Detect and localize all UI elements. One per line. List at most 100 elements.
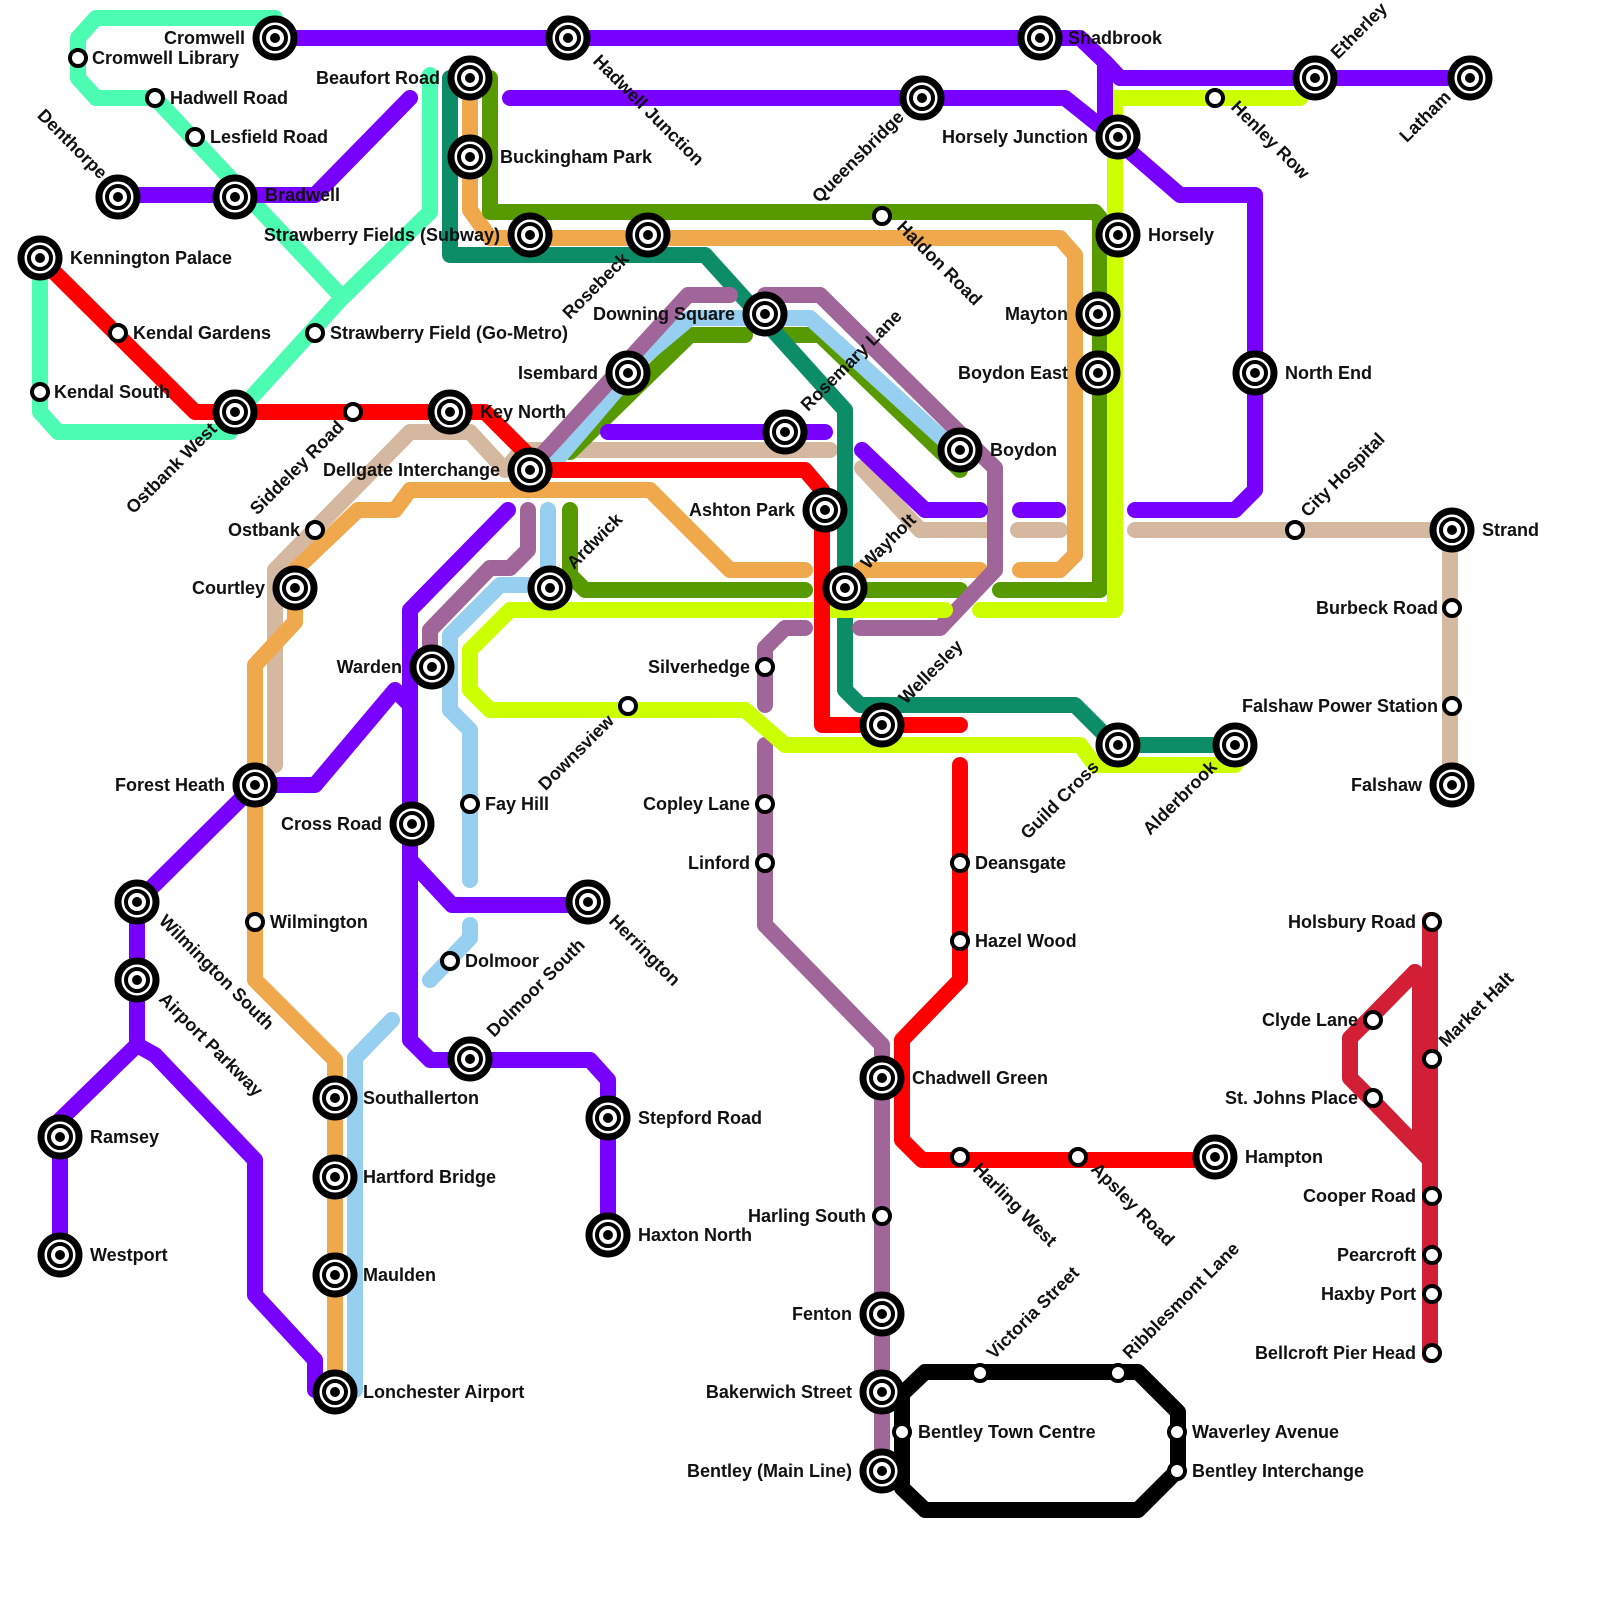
station-haxby-port[interactable] — [1424, 1286, 1440, 1302]
label-mayton[interactable]: Mayton — [1005, 304, 1068, 324]
station-linford[interactable] — [757, 855, 773, 871]
station-cross-road[interactable] — [393, 805, 431, 843]
label-bentley-tc[interactable]: Bentley Town Centre — [918, 1422, 1096, 1442]
label-wilmington[interactable]: Wilmington — [270, 912, 368, 932]
label-horsely-junction[interactable]: Horsely Junction — [942, 127, 1088, 147]
station-rosemary-lane[interactable] — [766, 413, 804, 451]
label-falshaw-ps[interactable]: Falshaw Power Station — [1242, 696, 1438, 716]
station-ostbank[interactable] — [307, 522, 323, 538]
label-lonchester[interactable]: Lonchester Airport — [363, 1382, 524, 1402]
station-dolmoor[interactable] — [442, 953, 458, 969]
label-harling-south[interactable]: Harling South — [748, 1206, 866, 1226]
label-ribblesmont-lane[interactable]: Ribblesmont Lane — [1119, 1238, 1243, 1362]
label-bentley-int[interactable]: Bentley Interchange — [1192, 1461, 1364, 1481]
station-horsely[interactable] — [1099, 216, 1137, 254]
station-mayton[interactable] — [1079, 295, 1117, 333]
label-north-end[interactable]: North End — [1285, 363, 1372, 383]
label-market-halt[interactable]: Market Halt — [1435, 968, 1518, 1051]
label-fenton[interactable]: Fenton — [792, 1304, 852, 1324]
station-haldon-road[interactable] — [874, 208, 890, 224]
label-victoria-street[interactable]: Victoria Street — [983, 1263, 1083, 1363]
station-deansgate[interactable] — [952, 855, 968, 871]
label-warden[interactable]: Warden — [337, 657, 402, 677]
station-falshaw-ps[interactable] — [1444, 698, 1460, 714]
label-key-north[interactable]: Key North — [480, 402, 566, 422]
station-strawberry-gometro[interactable] — [307, 325, 323, 341]
station-wilmington-south[interactable] — [118, 883, 156, 921]
station-fay-hill[interactable] — [462, 796, 478, 812]
label-copley-lane[interactable]: Copley Lane — [643, 794, 750, 814]
label-buckingham-park[interactable]: Buckingham Park — [500, 147, 653, 167]
label-hazel-wood[interactable]: Hazel Wood — [975, 931, 1077, 951]
label-bradwell[interactable]: Bradwell — [265, 185, 340, 205]
station-ardwick[interactable] — [531, 569, 569, 607]
label-beaufort-road[interactable]: Beaufort Road — [316, 68, 440, 88]
station-clyde-lane[interactable] — [1365, 1012, 1381, 1028]
label-city-hospital[interactable]: City Hospital — [1297, 429, 1389, 521]
station-kendal-gardens[interactable] — [110, 325, 126, 341]
label-hampton[interactable]: Hampton — [1245, 1147, 1323, 1167]
station-buckingham-park[interactable] — [451, 138, 489, 176]
label-boydon-east[interactable]: Boydon East — [958, 363, 1068, 383]
label-strawberry-gometro[interactable]: Strawberry Field (Go-Metro) — [330, 323, 568, 343]
label-linford[interactable]: Linford — [688, 853, 750, 873]
station-guild-cross[interactable] — [1099, 726, 1137, 764]
station-kendal-south[interactable] — [32, 384, 48, 400]
label-hadwell-road[interactable]: Hadwell Road — [170, 88, 288, 108]
label-waverley[interactable]: Waverley Avenue — [1192, 1422, 1339, 1442]
station-city-hospital[interactable] — [1287, 522, 1303, 538]
label-horsely[interactable]: Horsely — [1148, 225, 1214, 245]
station-shadbrook[interactable] — [1021, 19, 1059, 57]
label-holsbury-road[interactable]: Holsbury Road — [1288, 912, 1416, 932]
station-fenton[interactable] — [863, 1295, 901, 1333]
label-harling-west[interactable]: Harling West — [969, 1159, 1061, 1251]
station-harling-south[interactable] — [874, 1208, 890, 1224]
label-herrington[interactable]: Herrington — [605, 911, 684, 990]
station-horsely-junction[interactable] — [1099, 118, 1137, 156]
label-cromwell[interactable]: Cromwell — [164, 28, 245, 48]
label-kendal-gardens[interactable]: Kendal Gardens — [133, 323, 271, 343]
label-guild-cross[interactable]: Guild Cross — [1017, 757, 1103, 843]
label-downsview[interactable]: Downsview — [534, 710, 618, 794]
label-st-johns-place[interactable]: St. Johns Place — [1225, 1088, 1358, 1108]
station-rosebeck[interactable] — [629, 216, 667, 254]
label-burbeck-road[interactable]: Burbeck Road — [1316, 598, 1438, 618]
station-ribblesmont-lane[interactable] — [1110, 1365, 1126, 1381]
label-kendal-south[interactable]: Kendal South — [54, 382, 170, 402]
station-apsley-road[interactable] — [1070, 1149, 1086, 1165]
label-dellgate[interactable]: Dellgate Interchange — [323, 460, 500, 480]
station-forest-heath[interactable] — [236, 766, 274, 804]
station-downsview[interactable] — [620, 698, 636, 714]
station-herrington[interactable] — [569, 883, 607, 921]
station-key-north[interactable] — [431, 393, 469, 431]
label-bakerwich[interactable]: Bakerwich Street — [706, 1382, 852, 1402]
station-courtley[interactable] — [276, 569, 314, 607]
label-fay-hill[interactable]: Fay Hill — [485, 794, 549, 814]
station-alderbrook[interactable] — [1216, 726, 1254, 764]
station-hartford-bridge[interactable] — [316, 1158, 354, 1196]
station-southallerton[interactable] — [316, 1079, 354, 1117]
station-cromwell[interactable] — [256, 19, 294, 57]
label-shadbrook[interactable]: Shadbrook — [1068, 28, 1163, 48]
station-wayholt[interactable] — [826, 569, 864, 607]
label-latham[interactable]: Latham — [1395, 87, 1454, 146]
label-chadwell-green[interactable]: Chadwell Green — [912, 1068, 1048, 1088]
station-queensbridge[interactable] — [903, 79, 941, 117]
label-haxton-north[interactable]: Haxton North — [638, 1225, 752, 1245]
label-clyde-lane[interactable]: Clyde Lane — [1262, 1010, 1358, 1030]
station-downing-square[interactable] — [746, 295, 784, 333]
label-dolmoor[interactable]: Dolmoor — [465, 951, 539, 971]
station-holsbury-road[interactable] — [1424, 914, 1440, 930]
station-maulden[interactable] — [316, 1256, 354, 1294]
label-maulden[interactable]: Maulden — [363, 1265, 436, 1285]
station-north-end[interactable] — [1236, 354, 1274, 392]
station-copley-lane[interactable] — [757, 796, 773, 812]
label-hartford-bridge[interactable]: Hartford Bridge — [363, 1167, 496, 1187]
station-siddeley-road[interactable] — [345, 404, 361, 420]
station-lesfield-road[interactable] — [187, 129, 203, 145]
label-queensbridge[interactable]: Queensbridge — [808, 107, 908, 207]
station-hampton[interactable] — [1196, 1138, 1234, 1176]
label-isembard[interactable]: Isembard — [518, 363, 598, 383]
station-silverhedge[interactable] — [757, 659, 773, 675]
station-bentley-int[interactable] — [1169, 1463, 1185, 1479]
